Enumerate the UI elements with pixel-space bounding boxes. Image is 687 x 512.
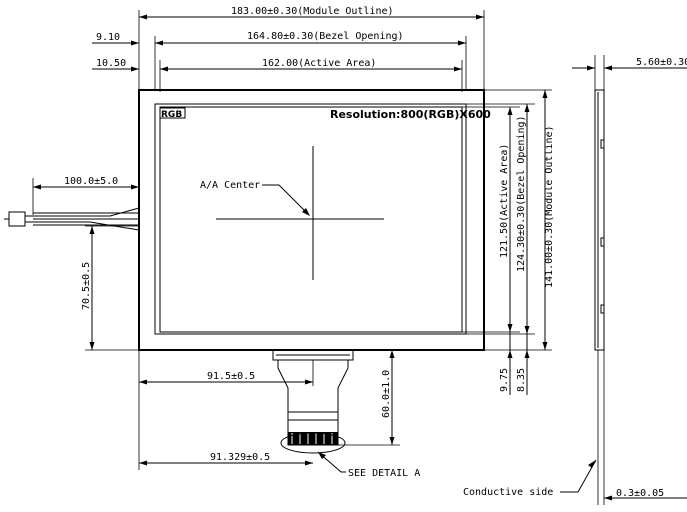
offset-active-label: 10.50 bbox=[96, 58, 126, 69]
bottom-active-label: 8.35 bbox=[516, 368, 527, 392]
arrow-right bbox=[454, 66, 462, 72]
arrow-right bbox=[587, 65, 595, 71]
arrow-down bbox=[542, 342, 548, 350]
arrow-right bbox=[131, 66, 139, 72]
connector-body bbox=[8, 211, 26, 227]
see-detail-label: SEE DETAIL A bbox=[348, 468, 420, 479]
arrow-left bbox=[155, 40, 163, 46]
arrow-left bbox=[139, 379, 147, 385]
arrow-up bbox=[89, 226, 95, 234]
arrow-left bbox=[139, 14, 147, 20]
fpc-length-label: 60.0±1.0 bbox=[381, 370, 392, 418]
module-outline-height-label: 141.00±0.30(Module Outline) bbox=[544, 125, 555, 288]
offset-bezel-label: 9.10 bbox=[96, 32, 120, 43]
active-area-height-label: 121.50(Active Area) bbox=[499, 144, 510, 258]
arrow-left bbox=[604, 65, 612, 71]
module-outline-width-label: 183.00±0.30(Module Outline) bbox=[231, 6, 394, 17]
side-view-tab bbox=[600, 237, 605, 247]
arrow-right bbox=[458, 40, 466, 46]
resolution-label: Resolution:800(RGB)X600 bbox=[330, 108, 491, 121]
vertical-offset-label: 70.5±0.5 bbox=[81, 262, 92, 310]
arrow-down bbox=[507, 324, 513, 332]
side-view-tab bbox=[600, 139, 605, 149]
film-thickness-label: 0.3±0.05 bbox=[616, 488, 664, 499]
arrow-up bbox=[524, 104, 530, 112]
arrow-up bbox=[507, 107, 513, 115]
arrow-right bbox=[305, 460, 313, 466]
bezel-opening-width-label: 164.80±0.30(Bezel Opening) bbox=[247, 31, 404, 42]
detail-a-circle bbox=[280, 432, 346, 454]
arrow-down bbox=[89, 342, 95, 350]
fpc-offset-label: 91.5±0.5 bbox=[207, 371, 255, 382]
rgb-tag-box bbox=[159, 107, 186, 119]
active-area bbox=[159, 106, 463, 333]
arrow-up bbox=[542, 90, 548, 98]
rgb-tag: RGB bbox=[161, 110, 182, 120]
arrow-up bbox=[524, 350, 530, 358]
cable-length-label: 100.0±5.0 bbox=[64, 176, 118, 187]
arrow-left bbox=[33, 184, 41, 190]
arrow-up bbox=[389, 350, 395, 358]
arrow-left bbox=[160, 66, 168, 72]
bezel-opening-height-label: 124.30±0.30(Bezel Opening) bbox=[516, 115, 527, 272]
arrow-leader bbox=[588, 460, 596, 468]
fpc-tail-outline bbox=[277, 360, 349, 413]
arrow-down bbox=[389, 437, 395, 445]
arrow-up bbox=[507, 350, 513, 358]
arrow-right bbox=[476, 14, 484, 20]
fpc-end-offset-label: 91.329±0.5 bbox=[210, 452, 270, 463]
arrow-leader bbox=[302, 208, 310, 216]
side-view-tab bbox=[600, 304, 605, 314]
cable-wire bbox=[109, 207, 140, 217]
thickness-total-label: 5.60±0.30 bbox=[636, 57, 687, 68]
arrow-down bbox=[524, 326, 530, 334]
side-view-body bbox=[594, 89, 605, 351]
arrow-left bbox=[139, 460, 147, 466]
bezel-opening bbox=[154, 103, 467, 335]
fpc-contacts bbox=[288, 432, 338, 445]
arrow-right bbox=[131, 40, 139, 46]
conductive-side-label: Conductive side bbox=[463, 487, 553, 498]
arrow-left bbox=[604, 495, 612, 501]
module-outline bbox=[138, 89, 485, 351]
aa-center-leader bbox=[278, 184, 309, 215]
active-area-width-label: 162.00(Active Area) bbox=[262, 58, 376, 69]
arrow-right bbox=[305, 379, 313, 385]
bottom-bezel-label: 9.75 bbox=[499, 368, 510, 392]
arrow-leader bbox=[318, 452, 326, 459]
arrow-right bbox=[131, 184, 139, 190]
aa-center-label: A/A Center bbox=[200, 180, 260, 191]
